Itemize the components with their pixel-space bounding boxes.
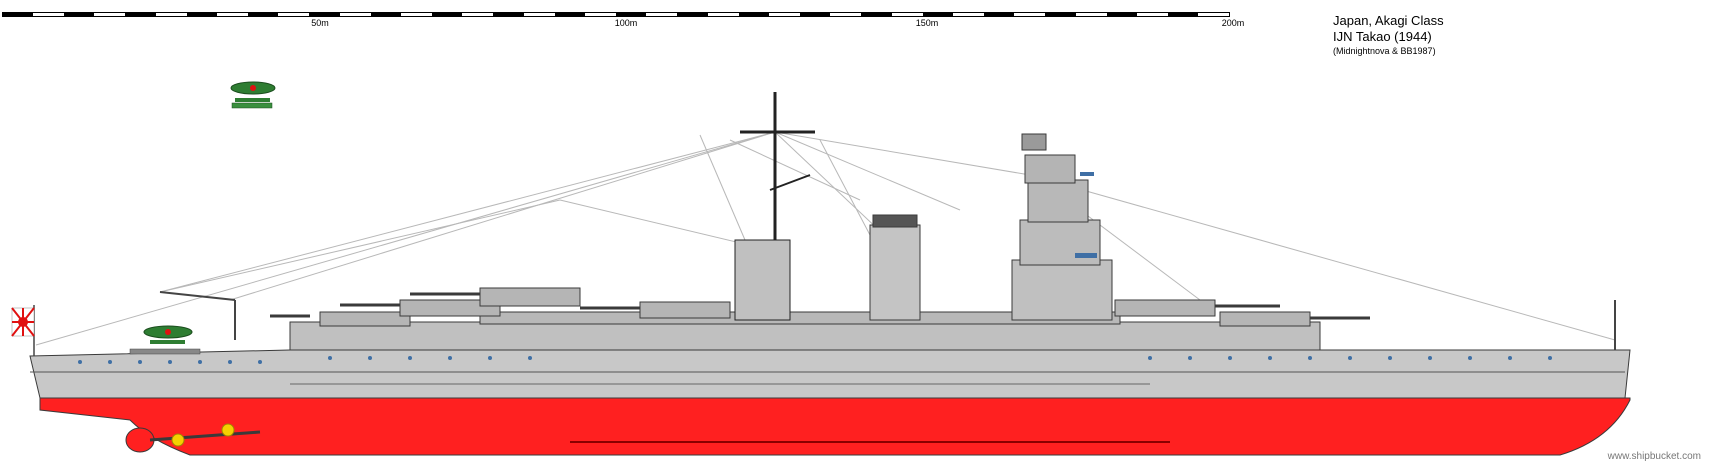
scale-bar	[2, 12, 1230, 17]
title-block: Japan, Akagi Class IJN Takao (1944) (Mid…	[1333, 13, 1444, 58]
credit-text: (Midnightnova & BB1987)	[1333, 46, 1436, 56]
scale-label-150m: 150m	[915, 18, 939, 28]
ship-class-title: Japan, Akagi Class	[1333, 13, 1444, 28]
forward-pagoda-tower	[1011, 133, 1113, 321]
scale-segments	[2, 12, 1230, 17]
propellers	[125, 423, 261, 453]
shipbucket-watermark: www.shipbucket.com	[1607, 451, 1701, 462]
aft-mast	[734, 92, 815, 321]
hull-upper-grey	[29, 349, 1631, 399]
funnel	[869, 214, 921, 321]
ship-name-title: IJN Takao (1944)	[1333, 29, 1432, 44]
scale-label-100m: 100m	[614, 18, 638, 28]
seaplane-in-flight	[230, 81, 276, 109]
rigging-lines	[35, 131, 1616, 346]
hull-lower-red	[39, 397, 1631, 456]
scale-label-50m: 50m	[311, 18, 329, 28]
scale-label-200m: 200m	[1221, 18, 1245, 28]
gun-turrets	[270, 287, 1370, 327]
seaplane-on-deck	[129, 325, 201, 355]
main-deck-superstructure	[289, 321, 1321, 351]
rising-sun-flag	[11, 305, 35, 356]
aircraft-crane	[159, 291, 236, 340]
portholes	[78, 356, 1552, 364]
